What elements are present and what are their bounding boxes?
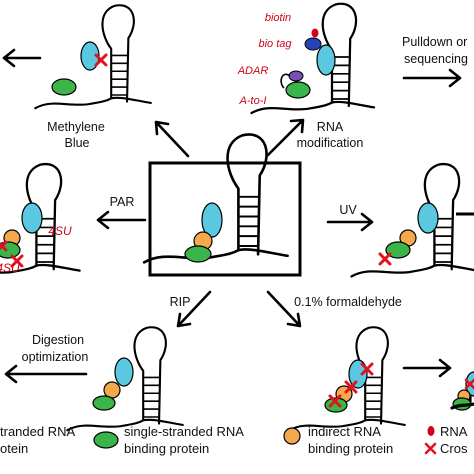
formaldehyde-label: 0.1% formaldehyde <box>294 295 402 309</box>
crosslink-mark <box>10 254 24 268</box>
crosslink-mark <box>328 362 374 408</box>
center-box <box>148 161 302 277</box>
legend-orange-protein-icon <box>283 427 301 445</box>
cyan-protein <box>201 202 223 238</box>
par-label: PAR <box>110 195 135 209</box>
digestion-label-2: optimization <box>22 350 89 364</box>
digestion-label: Digestion <box>32 333 84 347</box>
4su-label-bottom: 4SU <box>0 261 20 275</box>
rna-modification-label: RNA <box>317 120 344 134</box>
legend-rna-label: RNA <box>440 424 468 439</box>
center-proteins <box>184 202 223 263</box>
legend-partial-ss-label-2: otein <box>0 441 28 456</box>
legend: tranded RNA otein single-stranded RNA bi… <box>0 424 468 456</box>
partial-crosslinked-complex <box>450 371 474 411</box>
arrow-to-formaldehyde <box>266 290 302 328</box>
green-protein <box>0 241 21 259</box>
formaldehyde-hairpin <box>288 326 406 432</box>
green-protein <box>51 78 77 96</box>
arrow-to-digestion <box>4 364 88 384</box>
bio-tag <box>304 37 322 51</box>
uv-label: UV <box>339 203 357 217</box>
crosslink-mark <box>94 53 108 67</box>
adar-linker <box>280 73 291 89</box>
legend-single-stranded-label-2: binding protein <box>124 441 209 456</box>
biotin-mark <box>311 28 319 38</box>
legend-green-protein-icon <box>93 431 119 449</box>
methylene-blue-label: Methylene <box>47 120 105 134</box>
arrow-to-rna-modification <box>266 118 305 157</box>
legend-partial-ss-label: tranded RNA <box>0 424 75 439</box>
cyan-protein <box>348 359 368 389</box>
arrow-right-bottom <box>402 358 452 378</box>
cyan-protein <box>114 357 134 387</box>
cyan-protein <box>21 202 43 234</box>
legend-crosslink-label: Cros <box>440 441 468 456</box>
green-protein <box>385 241 411 259</box>
legend-indirect-label: indirect RNA <box>308 424 381 439</box>
cyan-protein <box>316 44 336 76</box>
4su-label-top: 4SU <box>48 224 72 238</box>
pulldown-label: Pulldown or <box>402 35 467 49</box>
arrow-to-rip <box>176 290 212 328</box>
arrow-to-pulldown <box>402 68 462 88</box>
adar-label: ADAR <box>237 65 269 77</box>
methylene-blue-label-2: Blue <box>64 136 89 150</box>
rip-label: RIP <box>170 295 191 309</box>
pulldown-label-2: sequencing <box>404 52 468 66</box>
legend-indirect-label-2: binding protein <box>308 441 393 456</box>
green-protein <box>92 395 116 411</box>
legend-single-stranded-label: single-stranded RNA <box>124 424 244 439</box>
arrow-left-top <box>2 48 42 68</box>
arrow-to-par <box>96 210 147 230</box>
cyan-protein <box>417 202 439 234</box>
rna-modification-label-2: modification <box>297 136 364 150</box>
biotin-label: biotin <box>265 12 291 24</box>
green-protein <box>184 245 212 263</box>
crosslink-mark <box>378 252 392 266</box>
a-to-i-label: A-to-I <box>239 95 267 107</box>
bio-tag-label: bio tag <box>258 38 292 50</box>
legend-rna-modification-icon <box>427 426 435 436</box>
arrow-to-uv <box>326 212 374 232</box>
crosslink-mark <box>0 240 8 252</box>
center-hairpin <box>142 133 289 264</box>
adar-protein <box>288 70 304 82</box>
arrow-to-methylene <box>154 120 190 158</box>
legend-crosslink-icon <box>424 442 437 455</box>
green-protein <box>285 81 311 99</box>
